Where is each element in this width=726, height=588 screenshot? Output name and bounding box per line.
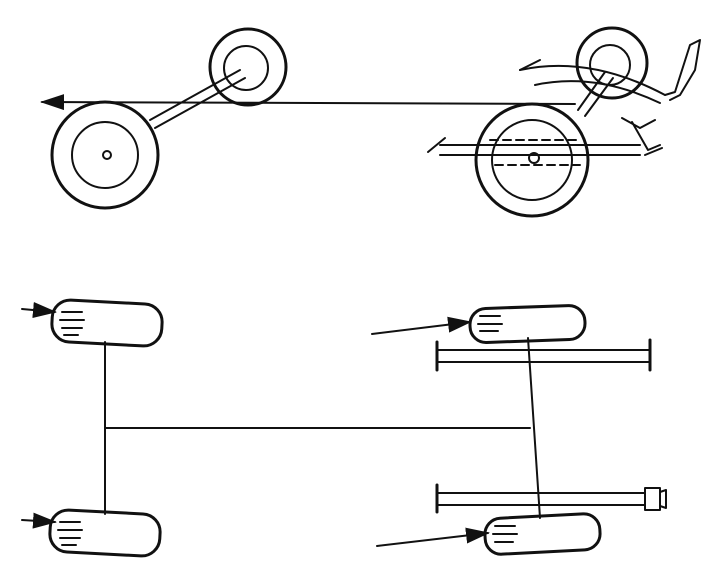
rear-right-tire [483,512,602,556]
drive-line-arrow [40,94,576,111]
front-axle-shaft [149,69,246,129]
leaf-spring [519,39,701,104]
lower-cross-bar [435,483,667,514]
front-left-tire [50,298,164,348]
rear-large-wheel [474,102,590,218]
front-large-wheel [50,100,160,210]
side-view [40,26,701,218]
front-small-wheel [208,27,288,107]
arrow-front-left [21,302,57,318]
arrow-front-right [21,512,57,529]
plan-view [21,298,667,558]
rear-frame [427,117,663,166]
arrow-rear-right [376,527,490,547]
rear-small-wheel [575,26,649,100]
upper-cross-bar [435,338,652,372]
front-right-tire [48,508,162,558]
rear-axle-line [527,337,541,519]
arrow-rear-left [371,316,472,335]
